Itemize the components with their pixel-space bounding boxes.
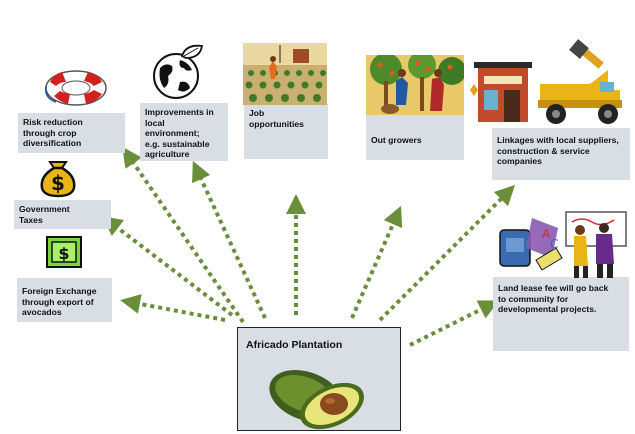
svg-text:$: $ [58,244,69,263]
truck-shop-icon [470,39,622,124]
benefit-box-outgrowers: Out growers [366,115,464,160]
avocado-icon [269,369,364,430]
orchard-pickers-icon [366,55,464,115]
benefit-box-linkages: Linkages with local suppliers, construct… [492,128,630,180]
benefit-box-forex: Foreign Exchange through export of avoca… [17,278,112,322]
svg-text:C: C [550,237,558,251]
globe-leaf-icon [153,44,204,99]
arrow-to-outgrowers [350,205,403,319]
benefit-box-environment: Improvements in local environment; e.g. … [140,103,228,161]
svg-text:A: A [542,227,551,241]
benefit-box-taxes: Government Taxes [14,200,111,229]
school-community-icon: A C [499,211,627,278]
dollar-bill-icon: $ [46,236,82,268]
benefit-box-risk: Risk reduction through crop diversificat… [18,113,125,153]
arrow-to-linkages [378,184,516,322]
arrow-to-environment [192,160,267,319]
center-title: Africado Plantation [246,339,343,351]
arrow-to-forex [120,294,226,322]
arrow-to-risk [122,146,245,324]
money-bag-icon: $ [40,161,76,198]
svg-text:$: $ [51,171,65,195]
benefit-box-lease: Land lease fee will go back to community… [493,277,629,351]
farm-field-icon [243,43,327,105]
benefit-box-jobs: Job opportunities [244,104,328,159]
arrow-to-lease [409,300,499,347]
center-box: Africado Plantation [237,327,401,431]
arrow-to-taxes [102,215,234,317]
life-ring-icon [44,70,107,106]
